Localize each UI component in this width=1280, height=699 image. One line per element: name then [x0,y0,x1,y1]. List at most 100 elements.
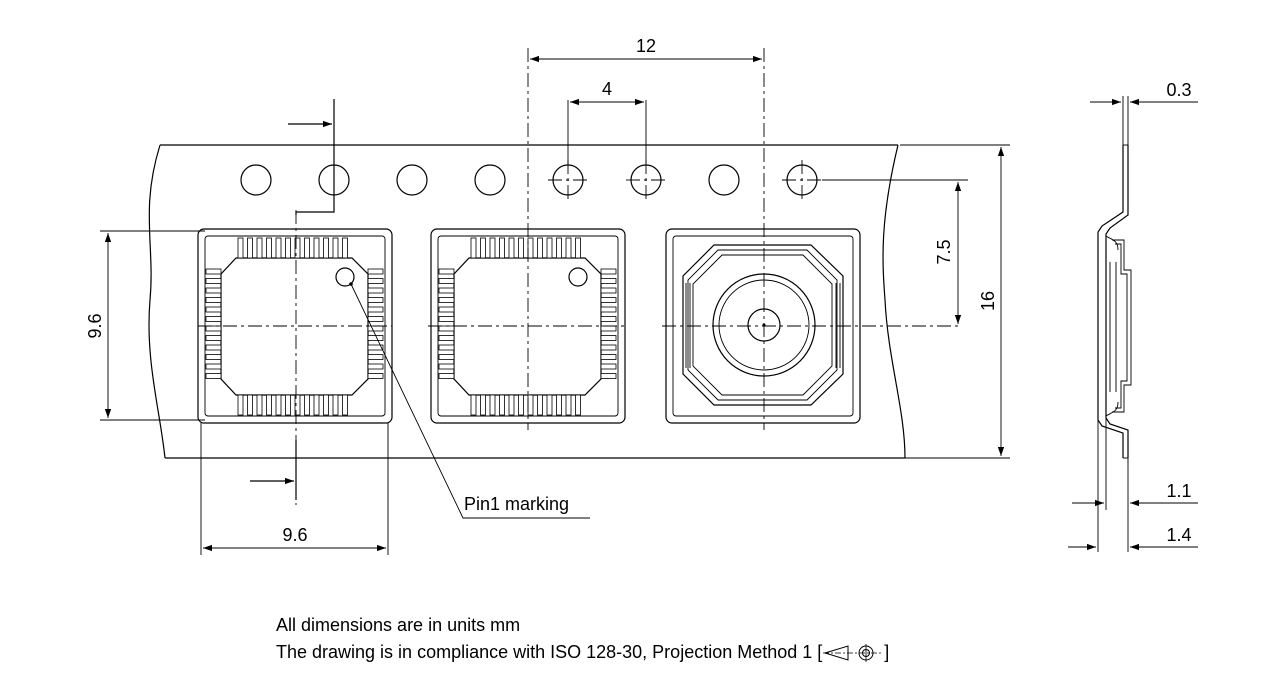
chip-pin [438,325,455,332]
chip-pin [237,237,244,259]
chip-pin [237,394,244,416]
chip-pin [205,363,222,370]
dimension-1-1-label: 1.1 [1166,481,1191,501]
dimension-4: 4 [567,79,647,165]
dimension-16: 16 [900,144,1010,459]
chip-pin [518,237,524,259]
chip-pin [367,297,384,303]
chip-pin [546,394,553,416]
chip-pin [600,297,617,303]
dimension-9-6-horizontal-label: 9.6 [282,525,307,545]
pin1-marking-dot [335,267,355,287]
chip-pin [546,237,553,259]
chip-pin [367,354,384,360]
chip-pin [313,237,320,259]
dimension-16-label: 16 [978,291,998,311]
chip-pin [285,237,291,259]
dimension-1-4: 1.4 [1068,420,1198,552]
iso-note-close: ] [884,642,890,662]
chip-pin [266,394,272,416]
chip-pin [438,287,455,294]
sprocket-holes [240,164,818,196]
first-angle-projection-icon [823,644,883,663]
chip-pin [342,394,348,416]
chip-pin [480,237,486,259]
chip-pin [367,373,384,379]
chip-pin [600,344,617,351]
chip-pin [489,394,496,416]
chip-pin [438,306,455,313]
chip-pin [205,306,222,313]
dimension-7-5: 7.5 [822,179,968,324]
dimension-1-4-label: 1.4 [1166,525,1191,545]
chip-pin [508,394,515,416]
chip-pin [600,354,617,360]
chip-pin [342,237,348,259]
chip-pin [367,325,384,332]
dimension-7-5-label: 7.5 [934,239,954,264]
chip-pin [508,237,515,259]
iso-note-text: The drawing is in compliance with ISO 12… [276,642,823,662]
chip-pin [438,363,455,370]
chip-pin [600,287,617,294]
chip-pin [285,394,291,416]
chip-pin [332,237,339,259]
chip-pin [205,297,222,303]
chip-pin [600,278,617,284]
chip-pin [499,237,505,259]
chip-pin [600,335,617,341]
chip-pin [323,237,329,259]
chip-pin [367,287,384,294]
chip-pin [438,297,455,303]
chip-pin [332,394,339,416]
dimension-9-6-vertical-label: 9.6 [85,313,105,338]
dimension-4-label: 4 [602,79,612,99]
chip-pin [205,278,222,284]
chip-pin [367,316,384,322]
chip-pin [438,373,455,379]
chip-pin [294,394,301,416]
side-view [1097,144,1132,459]
chip-pin [600,306,617,313]
chip-pin [247,237,253,259]
chip-pin [367,268,384,275]
chip-pin [304,394,310,416]
chip-pin [556,237,562,259]
chip-pin [205,325,222,332]
feed-direction-arrows [250,99,335,500]
dimension-0-3-label: 0.3 [1166,80,1191,100]
chip-pin [556,394,562,416]
chip-pin [275,237,282,259]
chip-pin [205,268,222,275]
chip-pin [205,344,222,351]
chip-pin [537,394,543,416]
chip-pin [565,394,572,416]
dimension-9-6-horizontal: 9.6 [200,423,389,555]
dimension-12-label: 12 [636,36,656,56]
drawing-notes: All dimensions are in units mm The drawi… [276,612,889,666]
chip-pin [499,394,505,416]
chip-pin [537,237,543,259]
chip-pin [600,316,617,322]
chip-pin [205,287,222,294]
chip-pin [367,306,384,313]
chip-pin [205,373,222,379]
chip-pin [438,278,455,284]
dimension-1-1: 1.1 [1072,418,1198,510]
chip-pin [575,394,581,416]
chip-pin [565,237,572,259]
dimension-12: 12 [530,36,762,63]
iso-note: The drawing is in compliance with ISO 12… [276,639,889,666]
chip-pin [294,237,301,259]
chip-pin [527,394,534,416]
chip-pin [518,394,524,416]
chip-pin [438,316,455,322]
chip-pins [205,237,617,416]
dimension-0-3: 0.3 [1090,80,1198,145]
units-note: All dimensions are in units mm [276,615,521,635]
chip-pin [367,363,384,370]
chip-pin [256,394,263,416]
chip-pin [205,316,222,322]
carrier-tape [148,144,906,459]
